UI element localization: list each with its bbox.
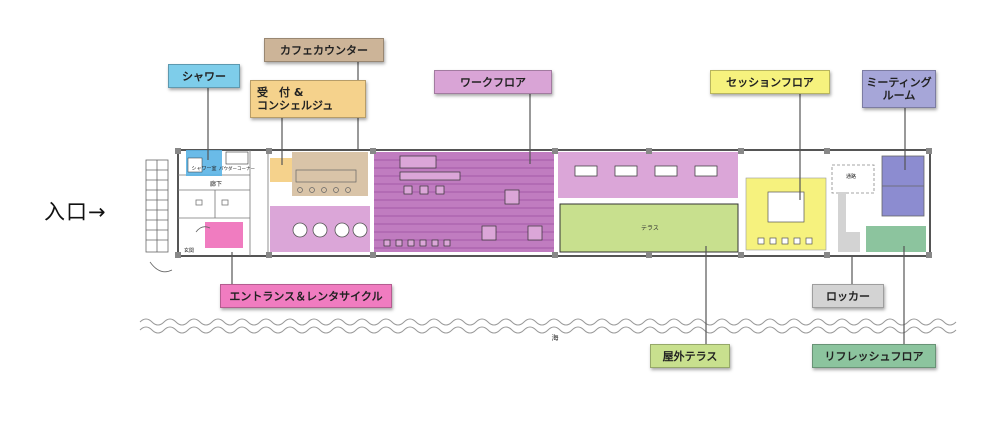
callout-meeting-room: ミーティング ルーム: [862, 70, 936, 108]
reception-line2: コンシェルジュ: [257, 99, 334, 112]
meeting-line1: ミーティング: [866, 76, 932, 89]
callout-outdoor-terrace: 屋外テラス: [650, 344, 730, 368]
callout-shower: シャワー: [168, 64, 240, 88]
passage-text: 通路: [846, 173, 856, 180]
leader-lines: [207, 60, 906, 346]
hallway-text: 廊下: [210, 180, 222, 188]
shower-room-text: シャワー室: [191, 165, 216, 172]
terrace-text: テラス: [641, 225, 659, 232]
reception-line1: 受 付 &: [257, 86, 304, 99]
zone-work-floor: [374, 152, 554, 252]
zone-refresh: [866, 226, 926, 252]
zone-cafe: [292, 152, 368, 196]
meeting-line2: ルーム: [882, 89, 916, 102]
service-rooms: [178, 150, 269, 256]
callout-work-floor: ワークフロア: [434, 70, 552, 94]
callout-locker: ロッカー: [812, 284, 884, 308]
sea-label: 海: [552, 333, 559, 342]
sea-wave: [139, 318, 957, 334]
zone-terrace: [559, 203, 739, 253]
entry-hall-text: 玄関: [184, 247, 194, 254]
callout-reception: 受 付 & コンシェルジュ: [250, 80, 366, 118]
entrance-label: 入口→: [44, 200, 107, 224]
zone-entrance: [205, 222, 243, 248]
callout-refresh-floor: リフレッシュフロア: [812, 344, 936, 368]
dryer-text: パウダーコーナー: [219, 165, 255, 172]
callout-session-floor: セッションフロア: [710, 70, 830, 94]
callout-cafe-counter: カフェカウンター: [264, 38, 384, 62]
callout-entrance-rental: エントランス＆レンタサイクル: [220, 284, 392, 308]
staircase: [145, 159, 173, 273]
zone-locker: [838, 192, 860, 252]
